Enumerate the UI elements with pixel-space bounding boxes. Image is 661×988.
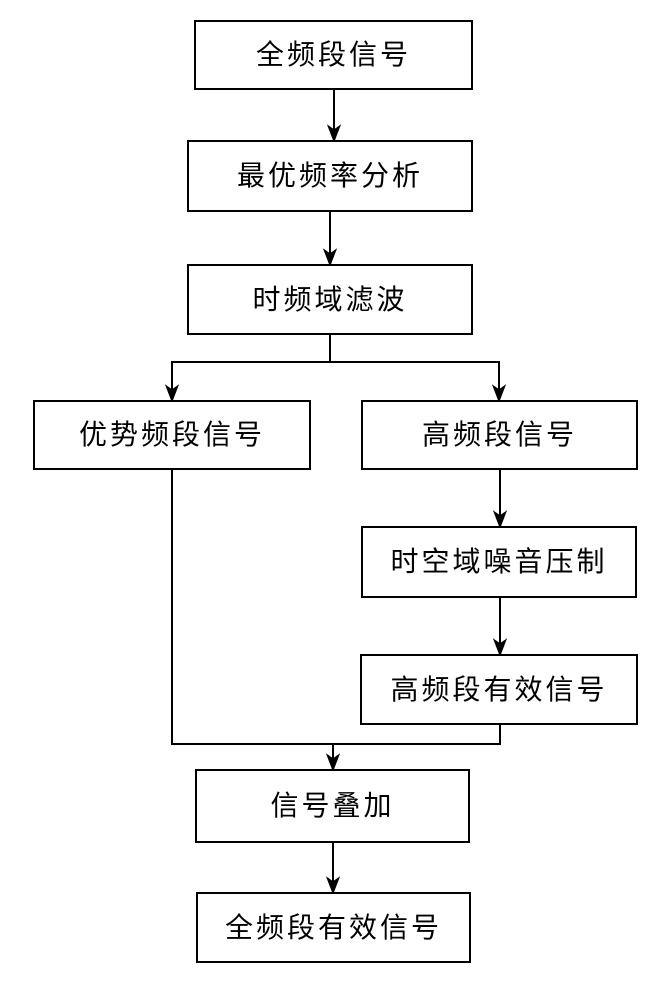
node-signal-stacking: 信号叠加 (195, 769, 470, 843)
node-label-optimal-frequency-analysis: 最优频率分析 (236, 159, 423, 192)
edge-highband-to-suppression (492, 470, 508, 529)
node-label-full-band-signal: 全频段信号 (255, 38, 411, 71)
edge-suppression-to-effective (492, 598, 508, 657)
edge-merge-to-stacking (171, 470, 501, 772)
node-label-signal-stacking: 信号叠加 (270, 789, 395, 822)
node-full-band-signal: 全频段信号 (194, 20, 473, 90)
edge-filtering-branch (164, 335, 507, 403)
node-label-time-frequency-filtering: 时频域滤波 (252, 282, 408, 316)
node-time-space-noise-suppression: 时空域噪音压制 (361, 526, 637, 598)
node-dominant-band-signal: 优势频段信号 (33, 400, 311, 470)
node-optimal-frequency-analysis: 最优频率分析 (187, 140, 473, 212)
node-label-high-band-effective-signal: 高频段有效信号 (390, 672, 608, 706)
node-label-time-space-noise-suppression: 时空域噪音压制 (390, 545, 608, 578)
node-time-frequency-filtering: 时频域滤波 (187, 264, 473, 335)
edge-fullband-to-analysis (326, 90, 342, 143)
edge-analysis-to-filtering (322, 212, 338, 267)
node-label-dominant-band-signal: 优势频段信号 (78, 418, 265, 451)
node-high-band-effective-signal: 高频段有效信号 (360, 654, 638, 725)
node-label-high-band-signal: 高频段信号 (421, 418, 577, 451)
node-label-full-band-effective-signal: 全频段有效信号 (224, 910, 442, 944)
node-high-band-signal: 高频段信号 (361, 400, 638, 470)
node-full-band-effective-signal: 全频段有效信号 (196, 892, 471, 963)
edge-stacking-to-fullband-effective (325, 843, 341, 895)
